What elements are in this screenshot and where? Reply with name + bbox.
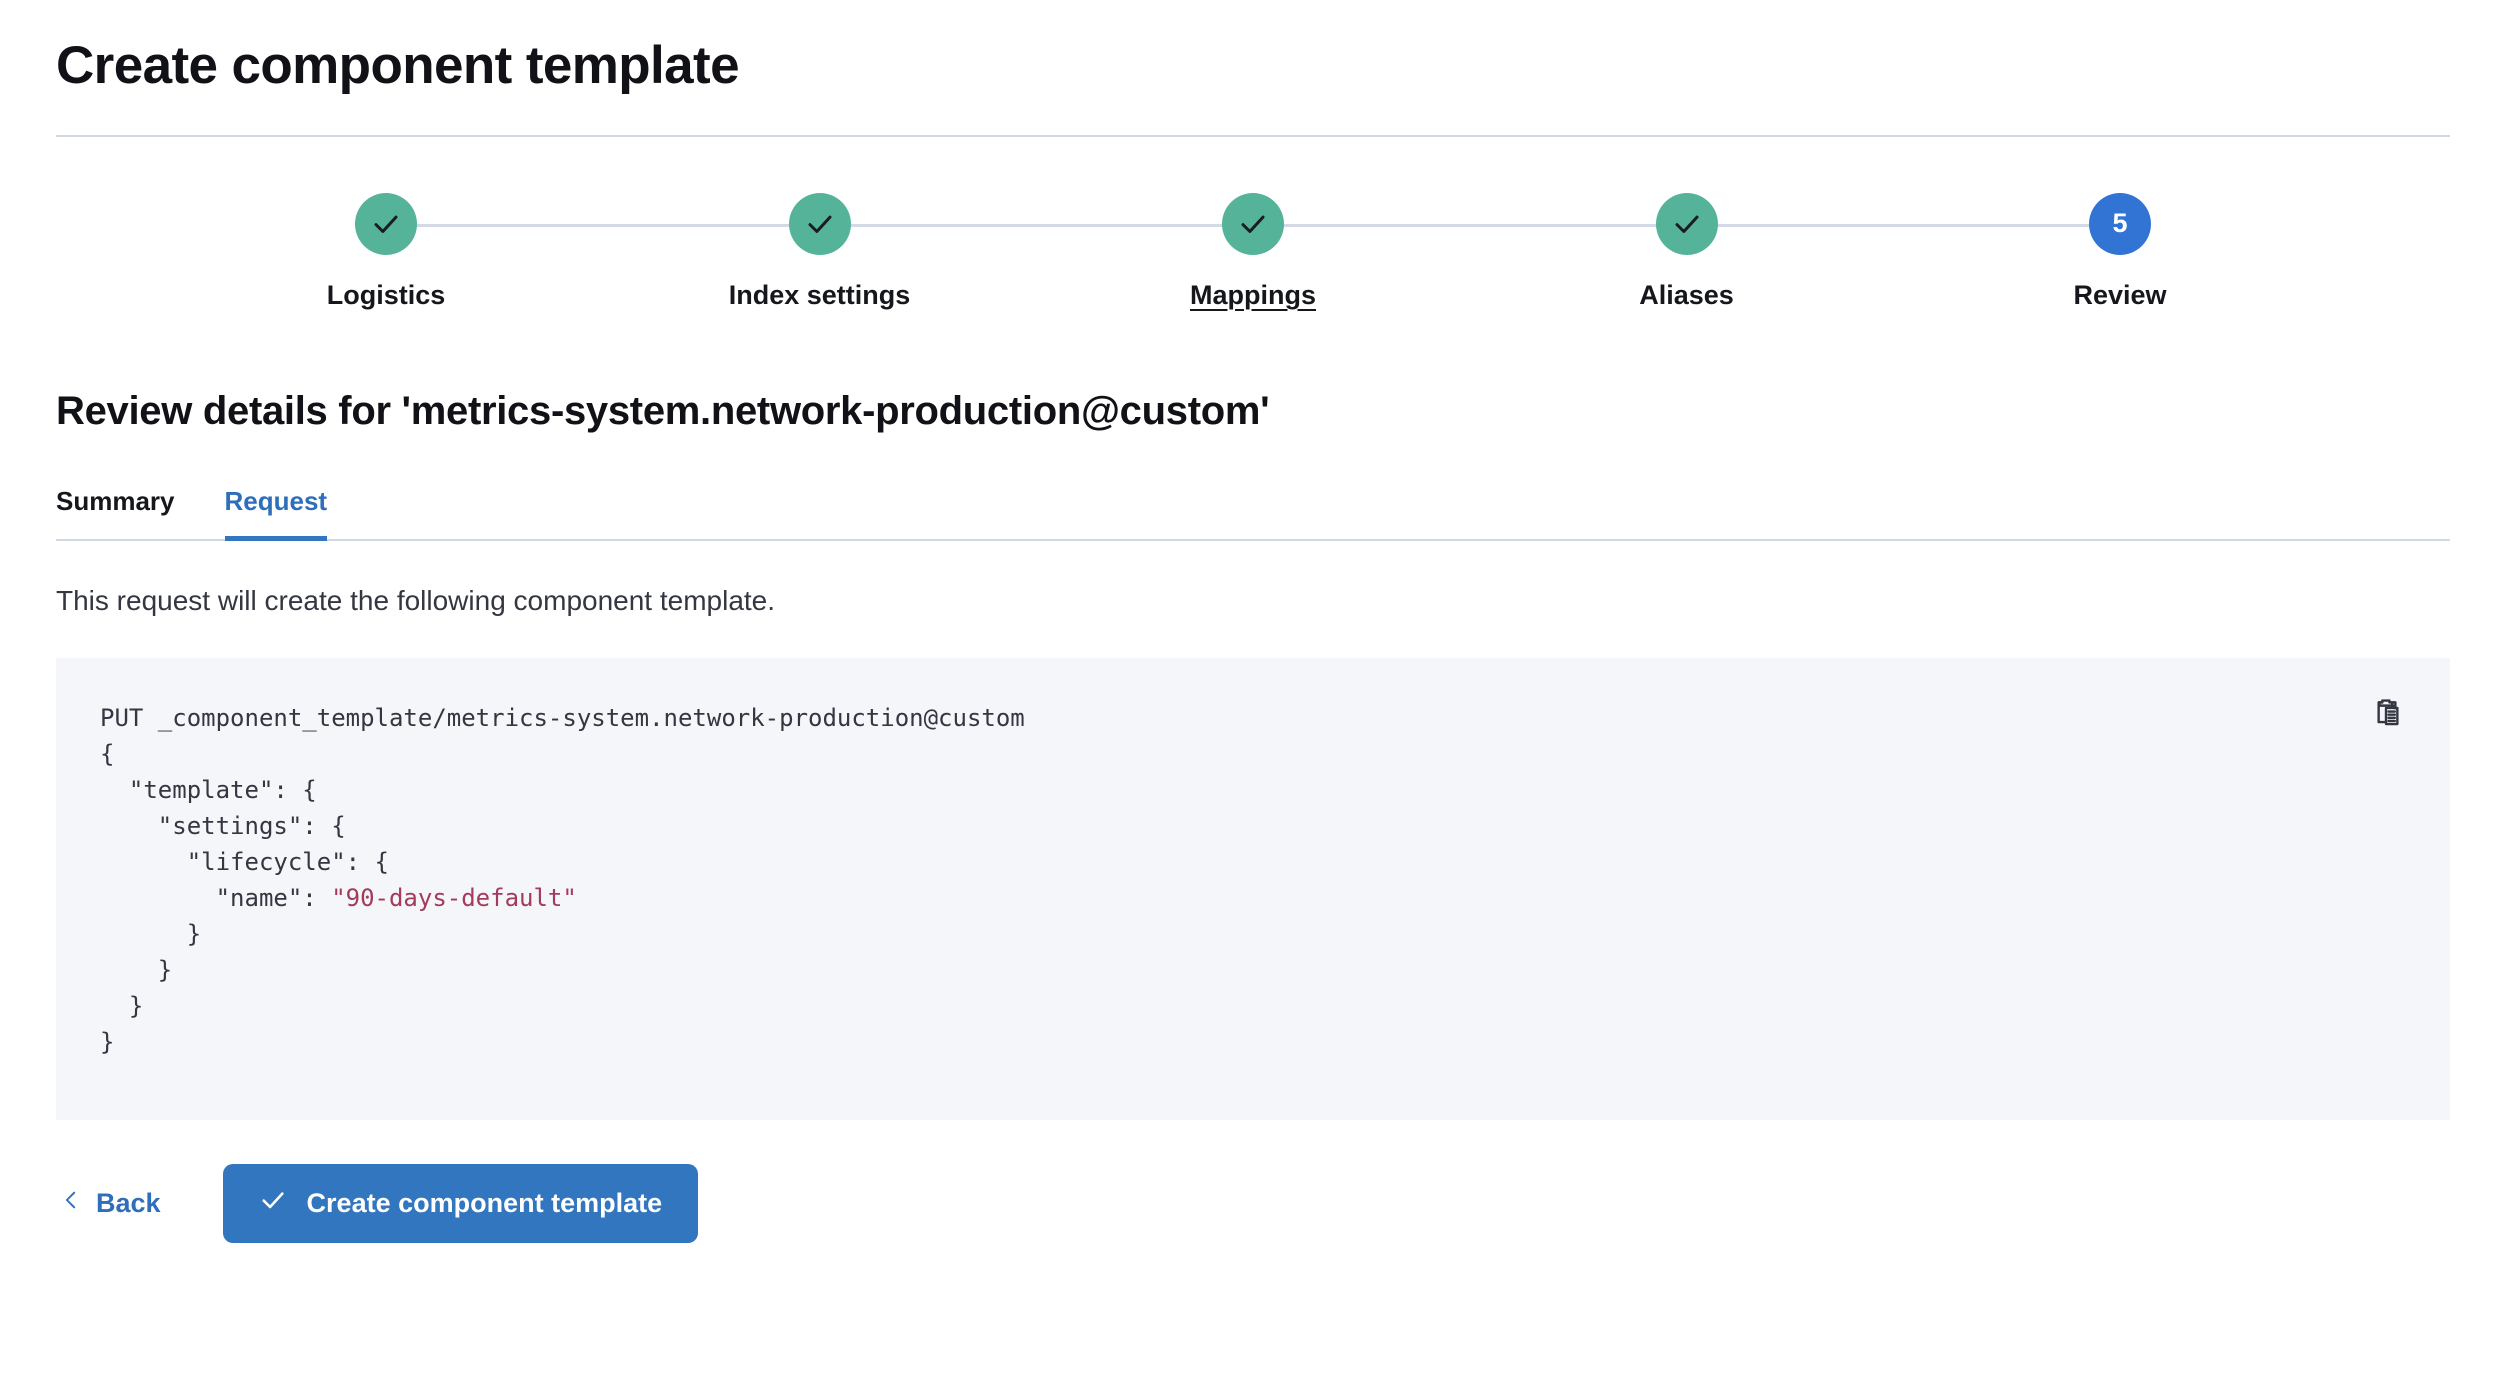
code-line-5-indent: "name": xyxy=(100,884,332,913)
check-icon xyxy=(1238,209,1268,239)
step-index-settings[interactable]: Index settings xyxy=(670,192,970,311)
code-line-2: "template": { xyxy=(100,776,317,805)
check-icon xyxy=(259,1186,287,1221)
request-code-text: PUT _component_template/metrics-system.n… xyxy=(100,700,2406,1060)
title-divider xyxy=(56,134,2450,137)
step-index-settings-circle[interactable] xyxy=(788,192,851,255)
code-line-7: } xyxy=(100,956,173,985)
back-button-label: Back xyxy=(96,1188,161,1219)
step-review[interactable]: 5 Review xyxy=(1970,192,2270,311)
copy-to-clipboard-button[interactable] xyxy=(2364,690,2412,738)
step-review-label: Review xyxy=(2073,279,2167,310)
tab-request[interactable]: Request xyxy=(224,486,327,541)
check-icon xyxy=(371,209,401,239)
code-line-6: } xyxy=(100,920,202,949)
step-logistics[interactable]: Logistics xyxy=(236,192,536,311)
code-line-4: "lifecycle": { xyxy=(100,848,389,877)
detail-tabs: Summary Request xyxy=(56,486,2450,541)
step-logistics-circle[interactable] xyxy=(355,192,417,255)
code-line-8: } xyxy=(100,992,144,1021)
step-mappings-circle[interactable] xyxy=(1222,192,1284,255)
step-aliases-label: Aliases xyxy=(1639,279,1734,310)
step-aliases[interactable]: Aliases xyxy=(1537,192,1837,311)
code-line-request: PUT _component_template/metrics-system.n… xyxy=(100,704,1025,733)
code-string-value: "90-days-default" xyxy=(331,884,577,913)
check-icon xyxy=(805,209,835,239)
review-details-heading: Review details for 'metrics-system.netwo… xyxy=(56,388,1270,433)
wizard-actions: Back Create component template xyxy=(56,1164,2450,1244)
step-aliases-circle[interactable] xyxy=(1655,192,1718,255)
create-component-template-label: Create component template xyxy=(306,1188,663,1219)
create-component-template-button[interactable]: Create component template xyxy=(222,1164,699,1244)
step-logistics-label: Logistics xyxy=(326,279,446,310)
request-code-block: PUT _component_template/metrics-system.n… xyxy=(56,658,2450,1121)
clipboard-copy-icon xyxy=(2371,696,2405,733)
back-button[interactable]: Back xyxy=(56,1179,165,1228)
check-icon xyxy=(1672,209,1702,239)
step-review-number: 5 xyxy=(2112,208,2128,239)
request-description: This request will create the following c… xyxy=(56,584,776,616)
code-line-1: { xyxy=(100,740,115,769)
code-line-3: "settings": { xyxy=(100,812,346,841)
chevron-left-icon xyxy=(60,1187,82,1220)
step-mappings[interactable]: Mappings xyxy=(1103,192,1403,311)
step-index-settings-label: Index settings xyxy=(728,279,911,310)
wizard-stepper: Logistics Index settings Mappings xyxy=(56,192,2450,311)
step-mappings-label[interactable]: Mappings xyxy=(1190,279,1316,310)
tab-summary[interactable]: Summary xyxy=(56,486,175,539)
page-title: Create component template xyxy=(56,36,740,95)
step-review-circle[interactable]: 5 xyxy=(2089,192,2151,255)
code-line-9: } xyxy=(100,1028,115,1057)
